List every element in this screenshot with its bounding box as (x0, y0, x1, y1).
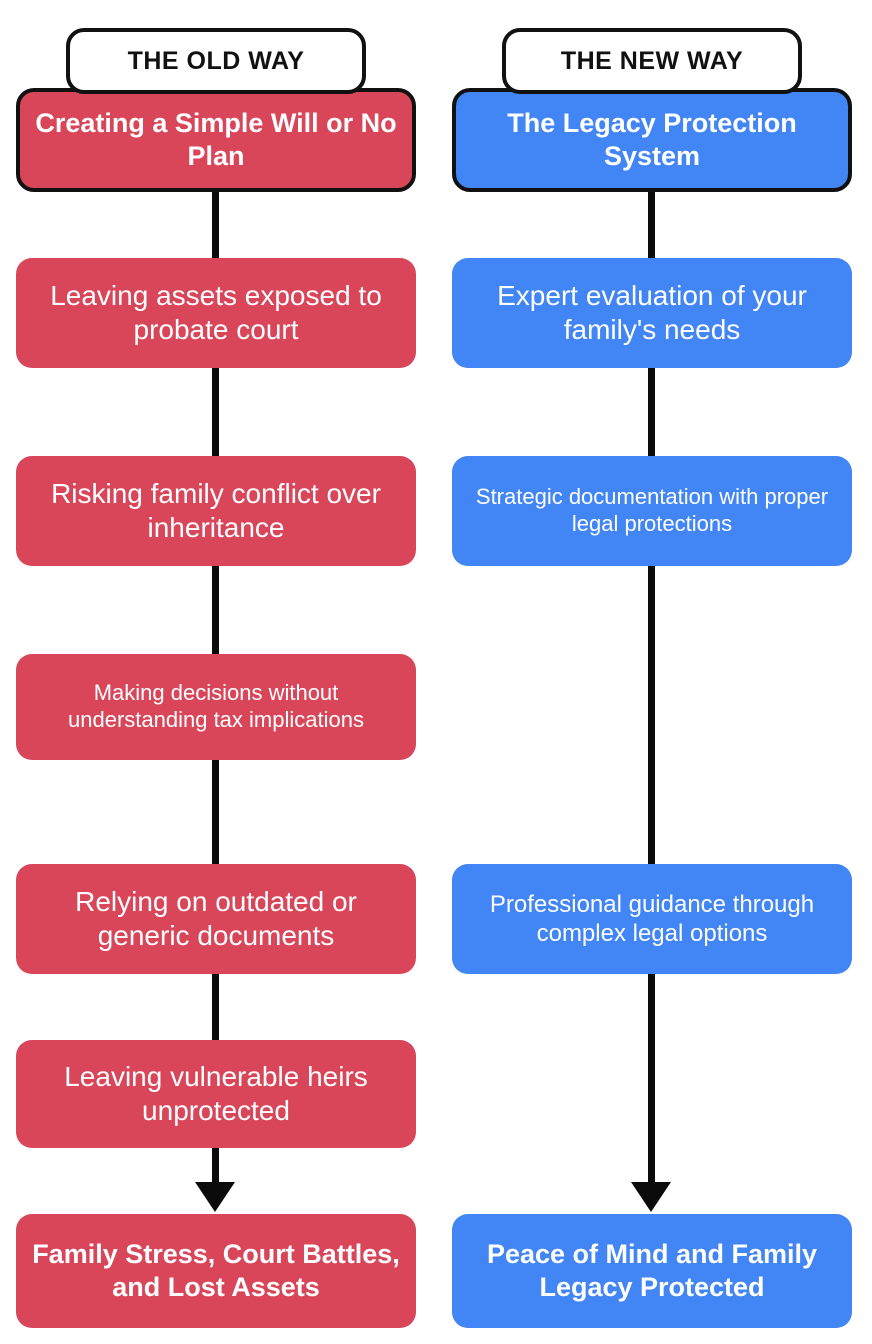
node-old-4-label: Making decisions without understanding t… (68, 680, 364, 732)
connector-line-old-4 (212, 760, 219, 865)
node-old-5-label: Relying on outdated or generic documents (75, 885, 357, 951)
header-tab-new-way: THE NEW WAY (502, 28, 802, 94)
connector-line-old-5 (212, 973, 219, 1041)
connector-line-new-2 (648, 364, 655, 459)
node-new-3-label: Strategic documentation with proper lega… (475, 484, 829, 536)
column-old-way: THE OLD WAY Creating a Simple Will or No… (16, 28, 416, 1328)
node-new-4-label: Professional guidance through complex le… (489, 890, 815, 947)
node-new-1[interactable]: The Legacy Protection System (452, 88, 852, 192)
node-old-7-label: Family Stress, Court Battles, and Lost A… (32, 1239, 400, 1302)
node-old-6-label: Leaving vulnerable heirs unprotected (64, 1060, 368, 1126)
connector-line-new-1 (648, 190, 655, 260)
header-tab-old-way: THE OLD WAY (66, 28, 366, 94)
node-new-4[interactable]: Professional guidance through complex le… (452, 864, 852, 974)
connector-line-old-6 (212, 1146, 219, 1188)
node-new-2-label: Expert evaluation of your family's needs (497, 279, 807, 345)
node-old-2[interactable]: Leaving assets exposed to probate court (16, 258, 416, 368)
node-old-2-label: Leaving assets exposed to probate court (50, 279, 382, 345)
node-old-1-label: Creating a Simple Will or No Plan (35, 108, 397, 171)
node-new-5-label: Peace of Mind and Family Legacy Protecte… (486, 1239, 818, 1302)
node-new-1-label: The Legacy Protection System (507, 108, 797, 171)
connector-line-old-2 (212, 364, 219, 459)
connector-line-old-1 (212, 190, 219, 260)
node-new-2[interactable]: Expert evaluation of your family's needs (452, 258, 852, 368)
node-old-4[interactable]: Making decisions without understanding t… (16, 654, 416, 760)
node-new-3[interactable]: Strategic documentation with proper lega… (452, 456, 852, 566)
header-label-new-way: THE NEW WAY (560, 46, 744, 75)
connector-line-new-3 (648, 564, 655, 864)
node-old-6[interactable]: Leaving vulnerable heirs unprotected (16, 1040, 416, 1148)
column-new-way: THE NEW WAY The Legacy Protection System… (436, 0, 872, 1344)
node-old-7[interactable]: Family Stress, Court Battles, and Lost A… (16, 1214, 416, 1328)
arrowhead-new-way (631, 1182, 671, 1212)
connector-line-old-3 (212, 564, 219, 654)
node-new-5[interactable]: Peace of Mind and Family Legacy Protecte… (452, 1214, 852, 1328)
header-label-old-way: THE OLD WAY (127, 46, 305, 75)
node-old-3[interactable]: Risking family conflict over inheritance (16, 456, 416, 566)
node-old-3-label: Risking family conflict over inheritance (51, 477, 381, 543)
node-old-5[interactable]: Relying on outdated or generic documents (16, 864, 416, 974)
connector-line-new-4 (648, 973, 655, 1188)
node-old-1[interactable]: Creating a Simple Will or No Plan (16, 88, 416, 192)
arrowhead-old-way (195, 1182, 235, 1212)
